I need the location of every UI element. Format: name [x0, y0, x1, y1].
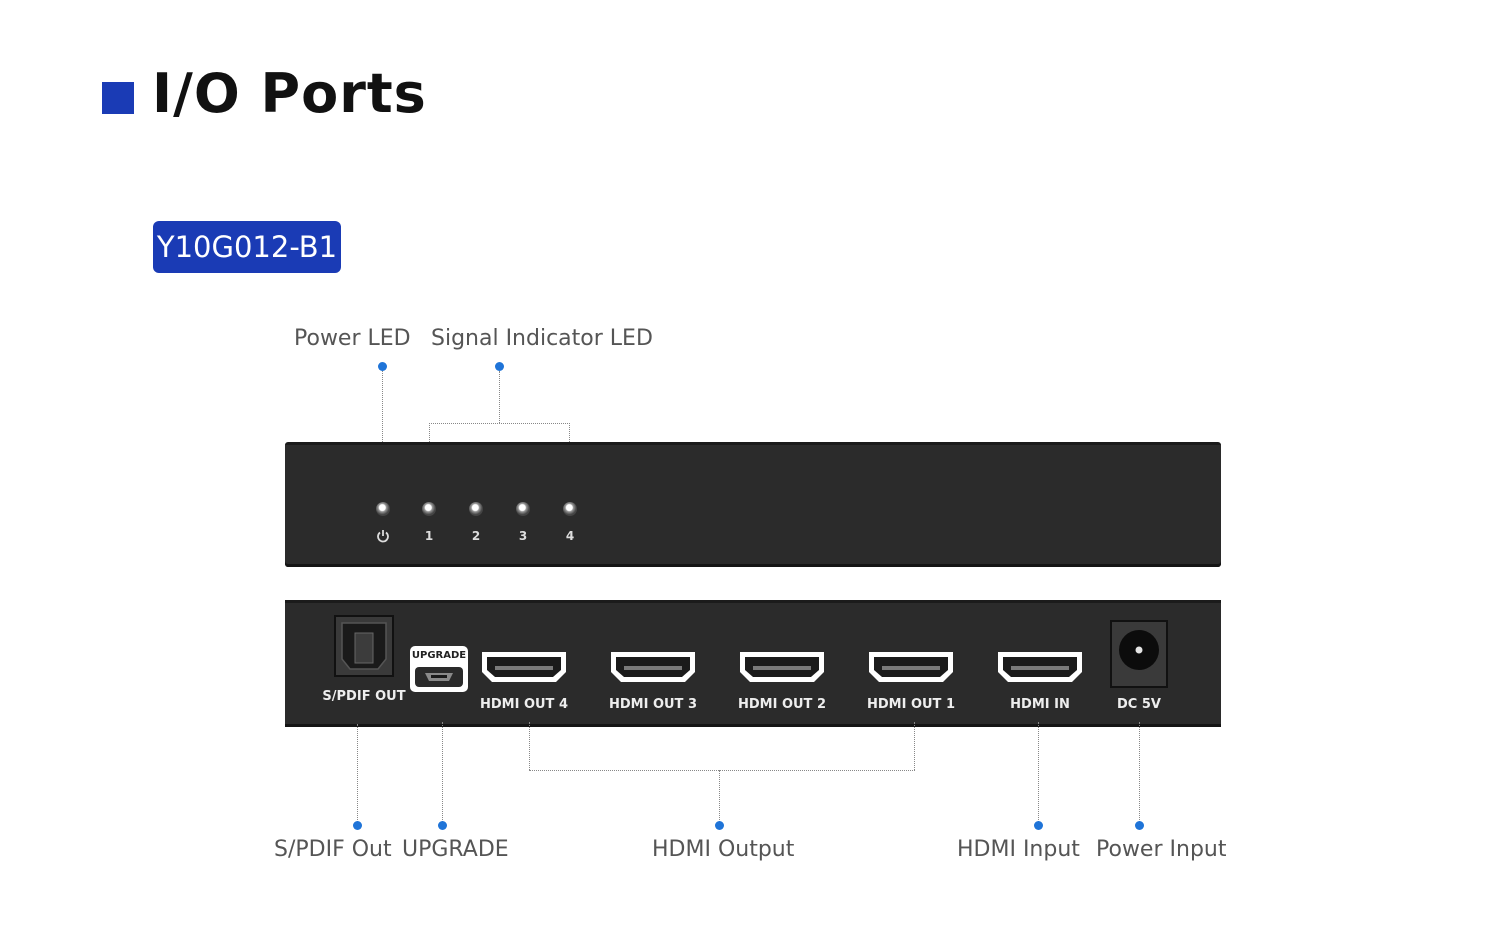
hdmi-out-1-label: HDMI OUT 1	[866, 697, 956, 712]
dc-label: DC 5V	[1117, 697, 1161, 712]
hdmi-out-2-port	[740, 652, 824, 682]
hdmi-out-4-port	[482, 652, 566, 682]
signal-led-1	[422, 502, 436, 516]
hdmi-in-label: HDMI IN	[1010, 697, 1070, 712]
hdmi-output-bracket-left	[529, 722, 530, 770]
power-led	[376, 502, 390, 516]
hdmi-out-3-label: HDMI OUT 3	[608, 697, 698, 712]
hdmi-input-leader	[1038, 722, 1039, 822]
signal-led-4	[563, 502, 577, 516]
signal-led-dot	[495, 362, 504, 371]
model-badge: Y10G012-B1	[153, 221, 341, 273]
spdif-out-callout: S/PDIF Out	[274, 837, 392, 862]
hdmi-output-dot	[715, 821, 724, 830]
led-label-1: 1	[424, 529, 434, 543]
hdmi-out-4-label: HDMI OUT 4	[479, 697, 569, 712]
upgrade-callout: UPGRADE	[402, 837, 509, 862]
signal-led-3	[516, 502, 530, 516]
upgrade-port-label: UPGRADE	[411, 650, 467, 661]
led-label-3: 3	[518, 529, 528, 543]
spdif-leader	[357, 724, 358, 822]
upgrade-leader	[442, 722, 443, 822]
hdmi-output-bracket	[529, 770, 915, 771]
hdmi-output-callout: HDMI Output	[652, 837, 795, 862]
hdmi-out-2-label: HDMI OUT 2	[737, 697, 827, 712]
power-led-callout: Power LED	[294, 326, 411, 351]
hdmi-output-bracket-right	[914, 722, 915, 770]
hdmi-input-callout: HDMI Input	[957, 837, 1080, 862]
hdmi-output-leader	[719, 770, 720, 822]
dc-jack-icon	[1110, 620, 1168, 688]
power-led-leader	[382, 371, 383, 486]
led-label-2: 2	[471, 529, 481, 543]
power-input-callout: Power Input	[1096, 837, 1227, 862]
power-icon	[377, 530, 389, 543]
hdmi-in-port	[998, 652, 1082, 682]
power-led-dot	[378, 362, 387, 371]
hdmi-out-1-port	[869, 652, 953, 682]
signal-led-callout: Signal Indicator LED	[431, 326, 653, 351]
front-panel	[285, 442, 1221, 567]
signal-led-leader	[499, 371, 500, 423]
power-input-dot	[1135, 821, 1144, 830]
power-input-leader	[1139, 722, 1140, 822]
micro-usb-port-icon	[415, 667, 463, 687]
hdmi-input-dot	[1034, 821, 1043, 830]
signal-led-bracket	[429, 423, 570, 424]
spdif-label: S/PDIF OUT	[322, 689, 406, 704]
page-title: I/O Ports	[152, 62, 427, 125]
upgrade-dot	[438, 821, 447, 830]
spdif-port-icon	[334, 615, 394, 677]
hdmi-out-3-port	[611, 652, 695, 682]
title-square-icon	[102, 82, 134, 114]
led-label-4: 4	[565, 529, 575, 543]
signal-led-2	[469, 502, 483, 516]
spdif-dot	[353, 821, 362, 830]
